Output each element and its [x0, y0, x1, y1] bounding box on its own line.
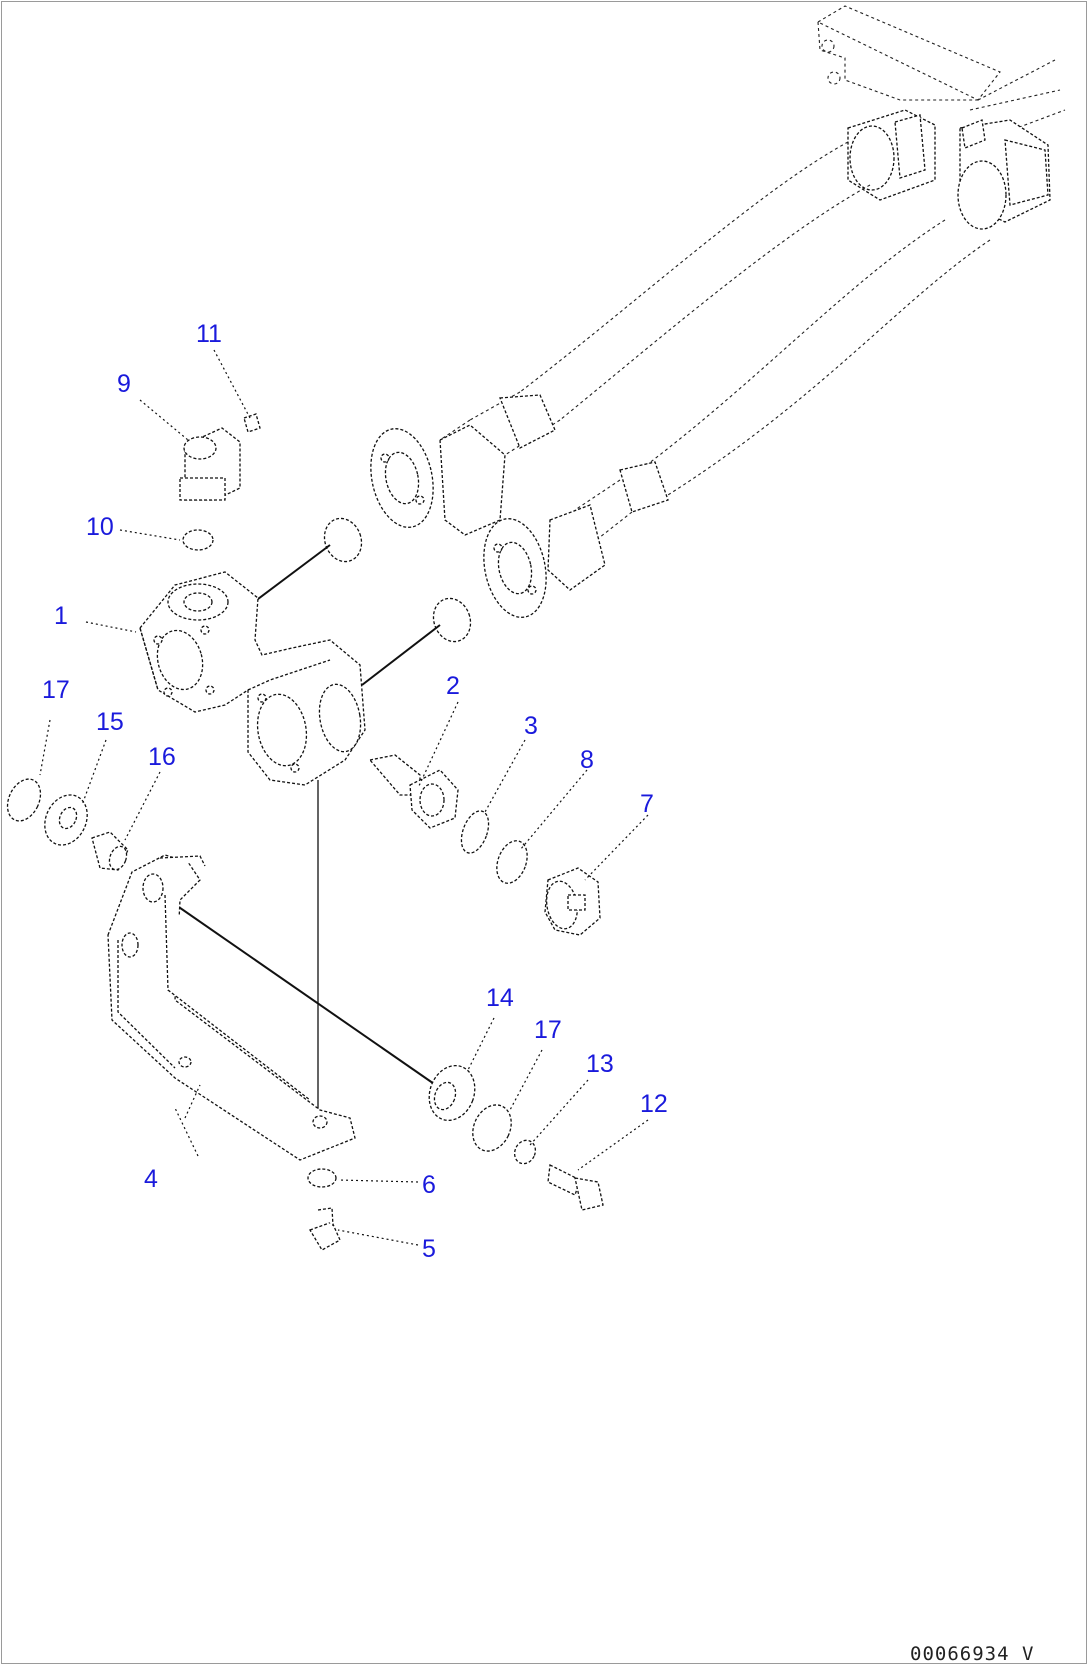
callout-10: 10	[86, 513, 114, 541]
part-5-bolt	[309, 1207, 341, 1251]
callout-6: 6	[422, 1171, 436, 1199]
part-4-bracket	[107, 854, 356, 1161]
callout-15: 15	[96, 708, 124, 736]
axis-line-lower	[361, 624, 441, 686]
axis-line-upper	[249, 544, 331, 606]
o-ring-upper	[323, 517, 363, 563]
part-7-plug	[544, 867, 601, 936]
callout-2: 2	[446, 672, 460, 700]
callout-4: 4	[144, 1165, 158, 1193]
part-6-washer	[307, 1168, 337, 1188]
upper-frame-ghost	[816, 5, 1066, 141]
o-ring-lower	[432, 597, 472, 643]
hose-flange-lower	[483, 504, 606, 618]
part-16-collar	[91, 831, 129, 871]
drawing-id: 00066934 V	[910, 1643, 1034, 1665]
upper-fitting-right	[957, 119, 1051, 230]
callout-14: 14	[486, 984, 514, 1012]
part-12-bolt	[547, 1164, 604, 1211]
part-17-seal-right	[472, 1104, 512, 1152]
callout-5: 5	[422, 1235, 436, 1263]
callout-12: 12	[640, 1090, 668, 1118]
callout-11: 11	[196, 320, 222, 348]
part-8-o-ring	[496, 840, 528, 884]
callout-17-left: 17	[42, 676, 70, 704]
callout-17-right: 17	[534, 1016, 562, 1044]
callout-7: 7	[640, 790, 654, 818]
leader-lines	[39, 349, 649, 1246]
callout-13: 13	[586, 1050, 614, 1078]
callout-16: 16	[148, 743, 176, 771]
axis-line-bracket	[159, 893, 441, 1089]
upper-fitting-left	[847, 109, 936, 201]
callout-3: 3	[524, 712, 538, 740]
part-10-o-ring	[182, 529, 214, 551]
callout-9: 9	[117, 370, 131, 398]
part-3-snap-ring	[460, 810, 490, 854]
callout-1: 1	[54, 602, 68, 630]
part-14-spacer	[428, 1064, 476, 1122]
part-17-seal-left	[6, 778, 42, 822]
part-11-plug	[243, 413, 261, 433]
hose-lower	[574, 219, 991, 546]
hose-upper	[439, 141, 871, 471]
hose-flange-upper	[370, 424, 506, 536]
part-9-elbow	[179, 427, 241, 501]
part-2-valve	[368, 754, 459, 829]
part-15-spacer	[44, 794, 88, 846]
part-13-washer	[513, 1139, 537, 1165]
callout-labels: 1 2 3 4 5 6 7 8 9 10 11 12 13 14 15 16 1…	[42, 320, 668, 1263]
callout-8: 8	[580, 746, 594, 774]
part-1-valve-block	[139, 571, 366, 786]
